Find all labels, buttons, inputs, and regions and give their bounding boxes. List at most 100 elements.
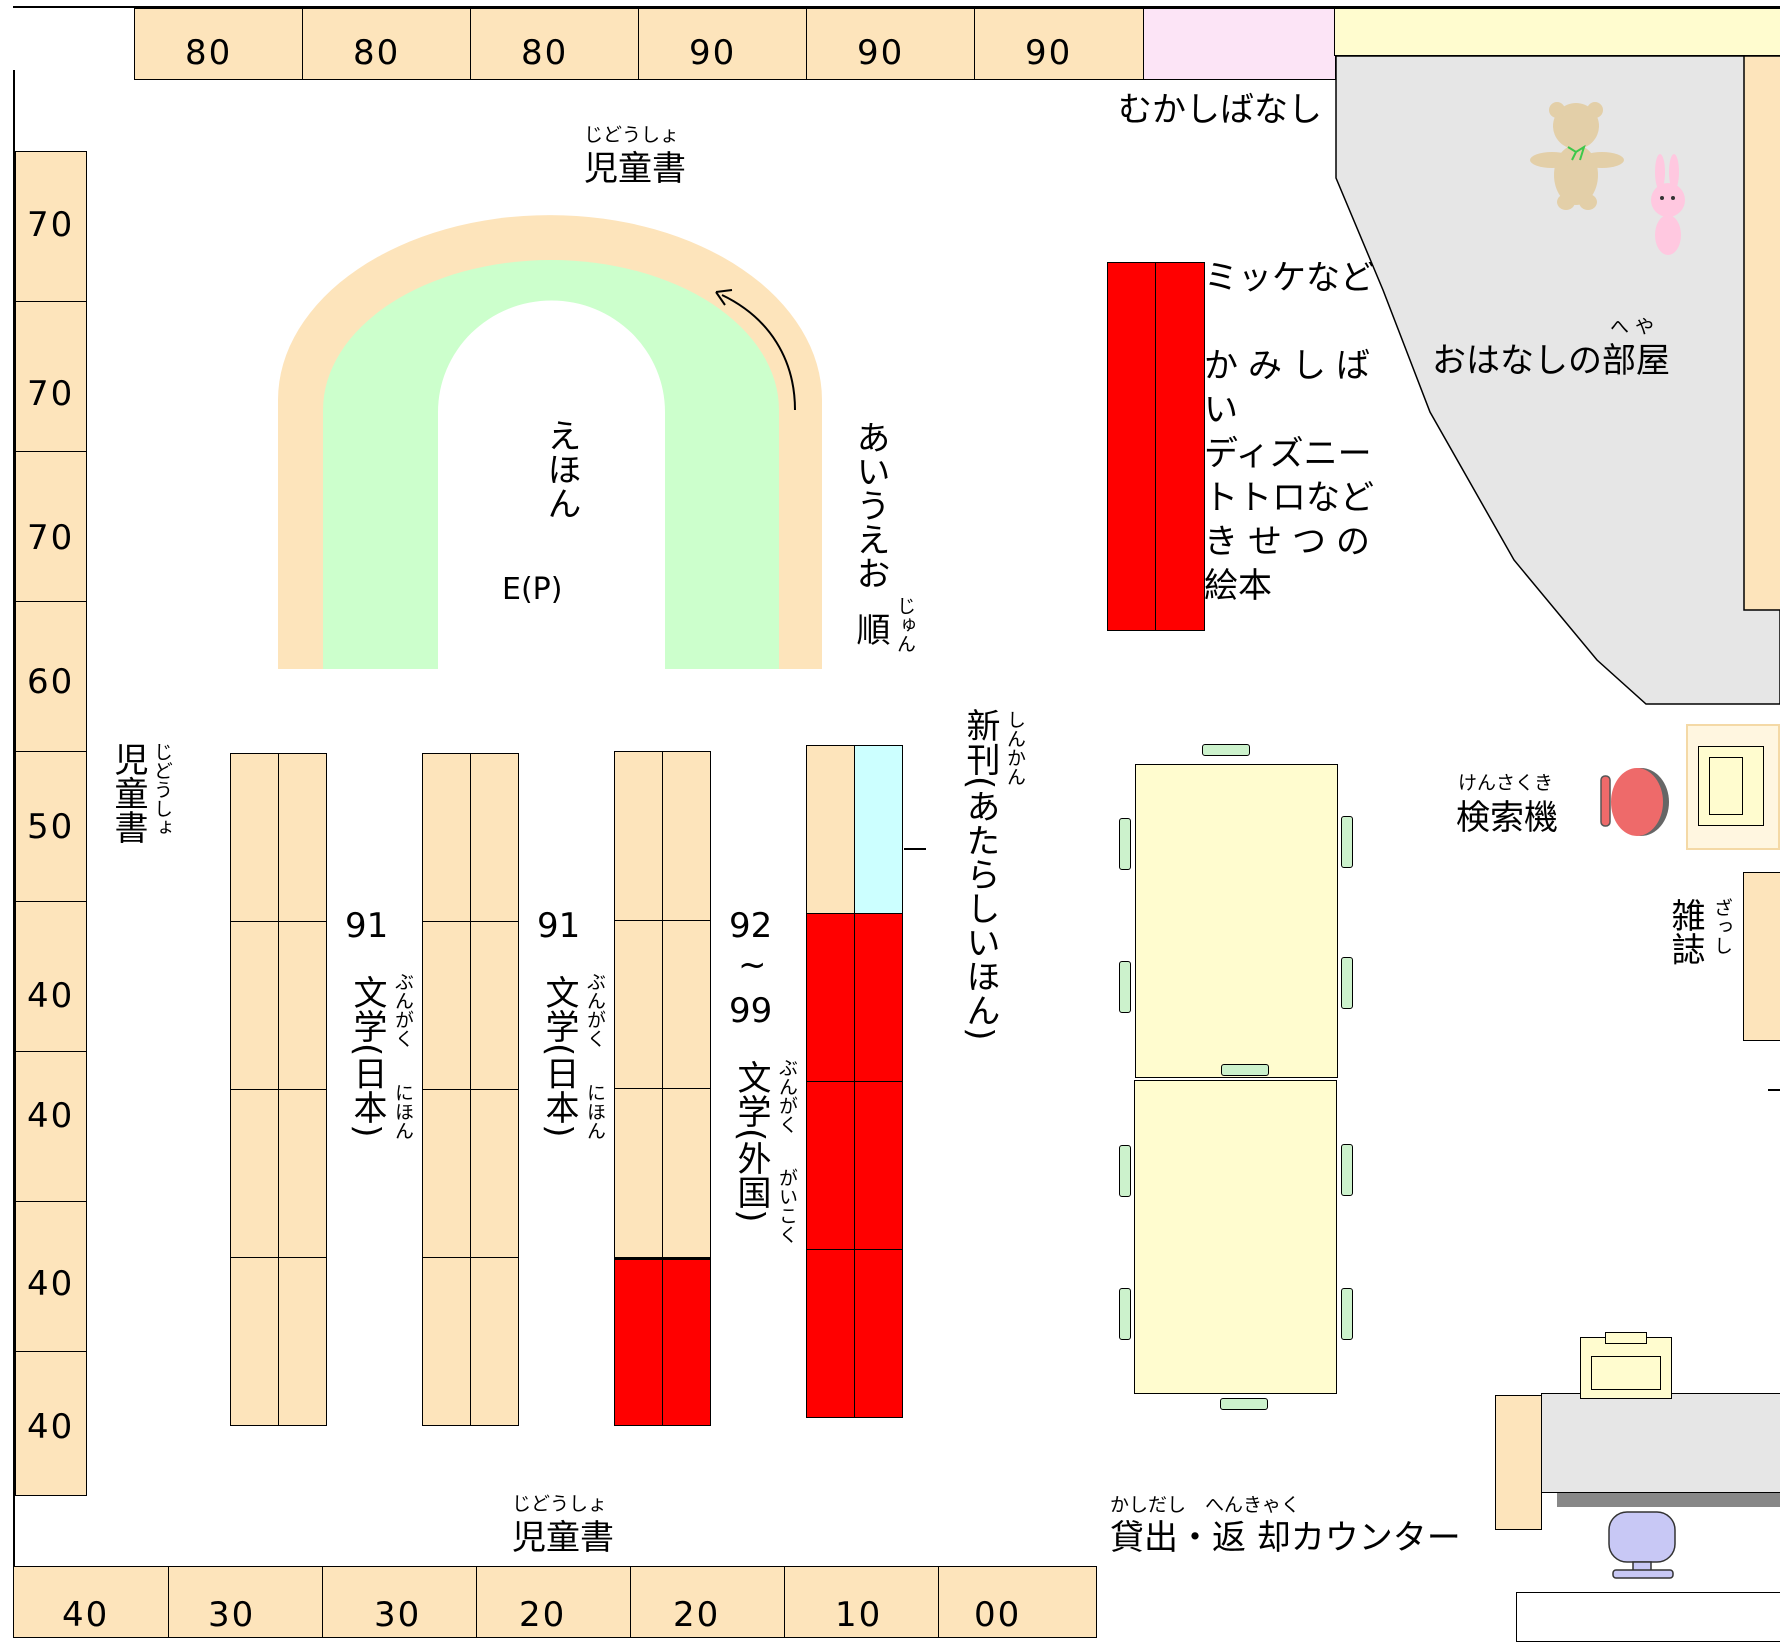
- shelf-cell: [422, 1089, 471, 1258]
- counter-bottom-box: [1516, 1592, 1780, 1642]
- order-label: 順: [850, 612, 890, 646]
- story-room-label: おはなしの部屋: [1432, 341, 1670, 381]
- search-terminal-desk: [1686, 724, 1780, 850]
- bottom-shelf-7: 00: [938, 1566, 1097, 1638]
- literature-japan-a-number: 91: [345, 906, 389, 946]
- counter-monitor-top: [1605, 1332, 1647, 1344]
- order-arrowhead-icon: [715, 289, 733, 306]
- totoro-label: トトロなど: [1204, 478, 1374, 518]
- search-terminal-ruby: けんさくき: [1458, 772, 1554, 794]
- shelf-cell: [230, 753, 279, 922]
- counter-desk: [1541, 1393, 1780, 1493]
- shelf-cell: [422, 753, 471, 922]
- aiueo-order-label: あいうえお: [850, 420, 890, 590]
- literature-japan-b-number: 91: [537, 906, 581, 946]
- kamishibai-label-2: い: [1204, 390, 1238, 430]
- magazine-shelf: [1743, 872, 1780, 1041]
- left-shelf-9-number: 40: [27, 1407, 75, 1447]
- search-terminal-label: 検索機: [1456, 798, 1558, 838]
- shelf-cell: [230, 921, 279, 1090]
- counter-monitor-icon: [1580, 1332, 1672, 1399]
- shelf-cell: [470, 753, 519, 922]
- chair: [1202, 744, 1250, 756]
- childrens-books-bottom-label: 児童書: [512, 1518, 614, 1558]
- shelf-cell-red: [614, 1257, 663, 1426]
- chair: [1341, 1288, 1353, 1340]
- left-shelf-5-number: 50: [27, 807, 75, 847]
- counter-monitor-screen: [1591, 1356, 1661, 1390]
- folktale-label: むかしばなし: [1118, 90, 1322, 130]
- shelf-cell: [278, 753, 327, 922]
- childrens-books-left-ruby: じどうしょ: [151, 742, 173, 837]
- picture-books-label: えほん: [541, 418, 581, 520]
- top-shelf-4: 90: [638, 8, 807, 80]
- shelf-cell: [470, 1089, 519, 1258]
- office-chair-icon: [1608, 1511, 1676, 1579]
- special-shelf-right: [1155, 262, 1205, 631]
- seasonal-label: きせつの: [1204, 522, 1380, 562]
- bottom-shelf-5-number: 20: [673, 1595, 721, 1635]
- literature-japan-a-ruby1: ぶんがく: [392, 972, 414, 1048]
- bottom-shelf-5: 20: [630, 1566, 786, 1638]
- literature-foreign-shelf: [614, 751, 712, 1426]
- order-ruby: じゅん: [894, 596, 916, 653]
- literature-japan-shelf-b: [422, 753, 520, 1426]
- kamishibai-label-1: かみしば: [1204, 346, 1380, 386]
- chair: [1341, 1144, 1353, 1196]
- new-books-shelf: [806, 745, 904, 1418]
- bottom-shelf-3-number: 30: [374, 1595, 422, 1635]
- left-shelf-5: 50: [15, 751, 87, 902]
- shelf-cell-red: [854, 913, 903, 1082]
- chair: [1221, 1064, 1269, 1076]
- teddy-bear-icon: [1530, 102, 1624, 210]
- order-arrow-icon: [721, 294, 796, 411]
- shelf-cell: [470, 1257, 519, 1426]
- literature-japan-b-label: 文学(日本): [539, 975, 579, 1138]
- story-room-ruby: へ や: [1610, 316, 1655, 338]
- literature-japan-a-label: 文学(日本): [347, 975, 387, 1138]
- reading-table-top: [1135, 764, 1338, 1078]
- top-shelf-3: 80: [470, 8, 639, 80]
- top-shelf-6-number: 90: [1025, 33, 1073, 73]
- shelf-cell: [230, 1089, 279, 1258]
- literature-japan-b-ruby2: にほん: [584, 1083, 606, 1140]
- new-books-pointer-line: [904, 848, 926, 850]
- literature-japan-b-ruby1: ぶんがく: [584, 972, 606, 1048]
- picture-books-label-2: 絵本: [1204, 566, 1272, 606]
- shelf-cell: [806, 745, 855, 914]
- left-wall: [13, 70, 15, 1636]
- chair: [1119, 1145, 1131, 1197]
- top-shelf-2-number: 80: [353, 33, 401, 73]
- left-shelf-4-number: 60: [27, 662, 75, 702]
- top-shelf-3-number: 80: [521, 33, 569, 73]
- shelf-cell: [662, 751, 711, 921]
- literature-foreign-ruby2: がいこく: [776, 1168, 798, 1244]
- literature-foreign-ruby1: ぶんがく: [776, 1058, 798, 1134]
- childrens-books-top-ruby: じどうしょ: [584, 124, 680, 146]
- top-shelf-1: 80: [134, 8, 303, 80]
- magazine-label: 雑誌: [1665, 898, 1705, 966]
- left-shelf-2-number: 70: [27, 374, 75, 414]
- rabbit-icon: [1651, 154, 1685, 255]
- counter-side-shelf: [1495, 1395, 1542, 1530]
- monitor-screen: [1709, 757, 1743, 815]
- top-shelf-5: 90: [806, 8, 975, 80]
- magazine-ruby: ざっし: [1711, 898, 1733, 955]
- bottom-shelf-row: 40 30 30 20 20 10 00: [13, 1566, 1097, 1638]
- bottom-shelf-6-number: 10: [835, 1595, 883, 1635]
- bottom-shelf-2-number: 30: [208, 1595, 256, 1635]
- reading-table-bottom: [1134, 1080, 1337, 1394]
- literature-foreign-tilde: ~: [738, 945, 767, 985]
- shelf-cell: [278, 1089, 327, 1258]
- chair: [1220, 1398, 1268, 1410]
- bottom-shelf-3: 30: [322, 1566, 478, 1638]
- search-terminal-chair-icon: [1600, 768, 1669, 836]
- counter-ruby: かしだし へんきゃく: [1110, 1494, 1301, 1516]
- left-shelf-4: 60: [15, 601, 87, 752]
- childrens-books-bottom-ruby: じどうしょ: [512, 1493, 608, 1515]
- left-shelf-1-number: 70: [27, 205, 75, 245]
- shelf-cell: [614, 751, 663, 921]
- left-shelf-1: 70: [15, 151, 87, 302]
- mikke-label: ミッケなど: [1204, 262, 1374, 298]
